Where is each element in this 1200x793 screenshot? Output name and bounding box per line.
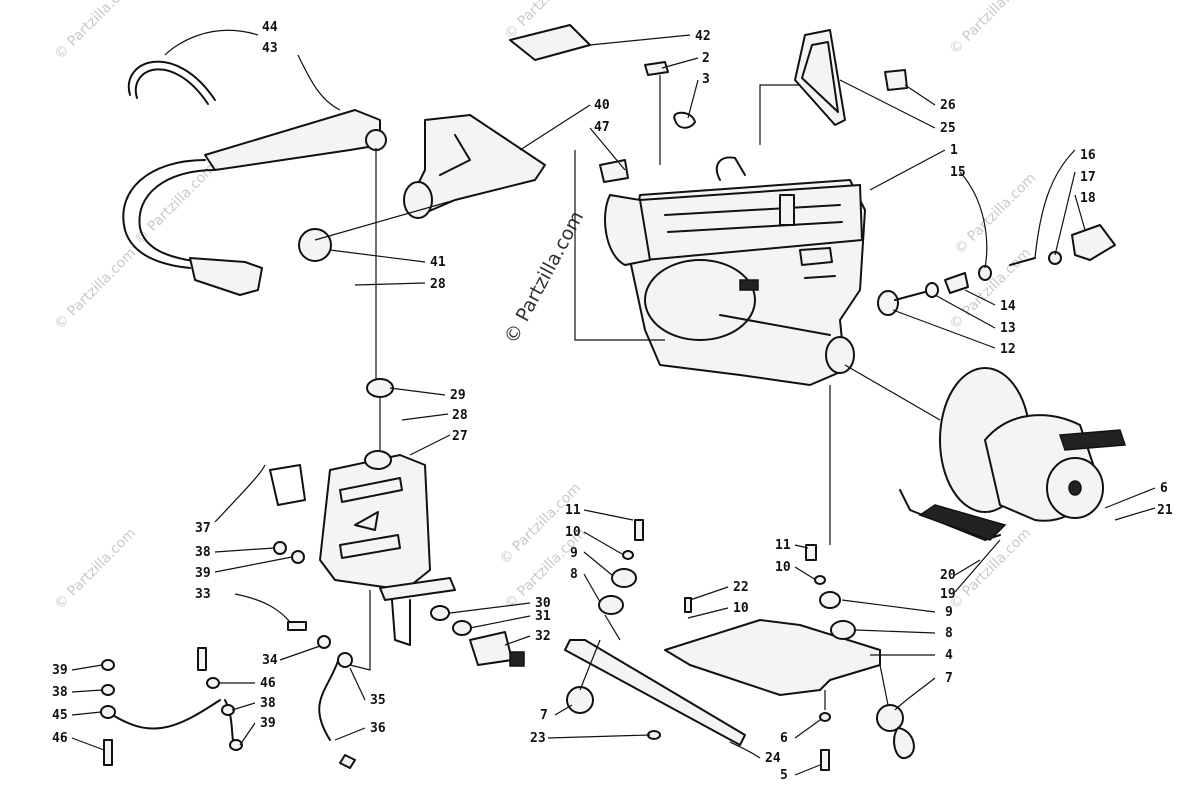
callout-label: 44 (262, 20, 278, 35)
callout-label: 6 (780, 731, 788, 746)
callout-label: 19 (940, 587, 956, 602)
watermark: © Partzilla.com (52, 245, 140, 333)
callout-label: 7 (945, 671, 953, 686)
callout-label: 17 (1080, 170, 1096, 185)
callout-label: 42 (695, 29, 711, 44)
callout-label: 5 (780, 768, 788, 783)
callout-label: 28 (452, 408, 468, 423)
callout-label: 23 (530, 731, 546, 746)
callout-label: 35 (370, 693, 386, 708)
callout-label: 13 (1000, 321, 1016, 336)
drive-clutch (899, 367, 1127, 541)
callout-label: 32 (535, 629, 551, 644)
callout-label: 3 (702, 72, 710, 87)
small-top-parts (509, 24, 908, 183)
callout-label: 43 (262, 41, 278, 56)
watermark: © Partzilla.com (132, 160, 220, 248)
callout-label: 39 (260, 716, 276, 731)
engine-plate (564, 619, 881, 746)
callout-label: 30 (535, 596, 551, 611)
callout-labels: 44 43 42 2 3 40 47 26 25 1 15 16 17 18 4… (52, 20, 1173, 783)
watermark: © Partzilla.com (947, 0, 1035, 58)
callout-label: 34 (262, 653, 278, 668)
mount-hardware (566, 519, 915, 771)
callout-label: 1 (950, 143, 958, 158)
callout-label: 15 (950, 165, 966, 180)
callout-label: 7 (540, 708, 548, 723)
callout-label: 10 (733, 601, 749, 616)
callout-label: 40 (594, 98, 610, 113)
watermark: © Partzilla.com (952, 170, 1040, 258)
callout-label: 39 (195, 566, 211, 581)
callout-label: 38 (260, 696, 276, 711)
callout-label: 46 (52, 731, 68, 746)
callout-label: 46 (260, 676, 276, 691)
callout-label: 21 (1157, 503, 1173, 518)
callout-label: 8 (945, 626, 953, 641)
assembly-lines (314, 75, 941, 710)
callout-label: 38 (52, 685, 68, 700)
callout-label: 12 (1000, 342, 1016, 357)
callout-label: 29 (450, 388, 466, 403)
leader-lines (71, 29, 1156, 776)
callout-label: 26 (940, 98, 956, 113)
callout-label: 22 (733, 580, 749, 595)
callout-label: 27 (452, 429, 468, 444)
oil-tank (269, 378, 456, 646)
callout-label: 24 (765, 751, 781, 766)
callout-label: 4 (945, 648, 953, 663)
callout-label: 37 (195, 521, 211, 536)
engine (604, 156, 866, 386)
callout-label: 2 (702, 51, 710, 66)
callout-label: 8 (570, 567, 578, 582)
callout-label: 18 (1080, 191, 1096, 206)
callout-label: 47 (594, 120, 610, 135)
callout-label: 11 (565, 503, 581, 518)
exhaust-manifold (298, 114, 546, 262)
callout-label: 33 (195, 587, 211, 602)
engine-mount-hardware (877, 224, 1116, 316)
callout-label: 11 (775, 538, 791, 553)
callout-label: 10 (775, 560, 791, 575)
callout-label: 41 (430, 255, 446, 270)
exhaust-pipe (122, 60, 387, 296)
oil-line-parts (100, 541, 525, 769)
callout-label: 20 (940, 568, 956, 583)
callout-label: 10 (565, 525, 581, 540)
callout-label: 6 (1160, 481, 1168, 496)
watermark: © Partzilla.com (52, 0, 140, 63)
callout-label: 25 (940, 121, 956, 136)
callout-label: 39 (52, 663, 68, 678)
callout-label: 31 (535, 609, 551, 624)
callout-label: 9 (570, 546, 578, 561)
callout-label: 28 (430, 277, 446, 292)
callout-label: 14 (1000, 299, 1016, 314)
callout-label: 9 (945, 605, 953, 620)
watermark: © Partzilla.com (52, 525, 140, 613)
callout-label: 38 (195, 545, 211, 560)
callout-label: 45 (52, 708, 68, 723)
callout-label: 16 (1080, 148, 1096, 163)
callout-label: 36 (370, 721, 386, 736)
